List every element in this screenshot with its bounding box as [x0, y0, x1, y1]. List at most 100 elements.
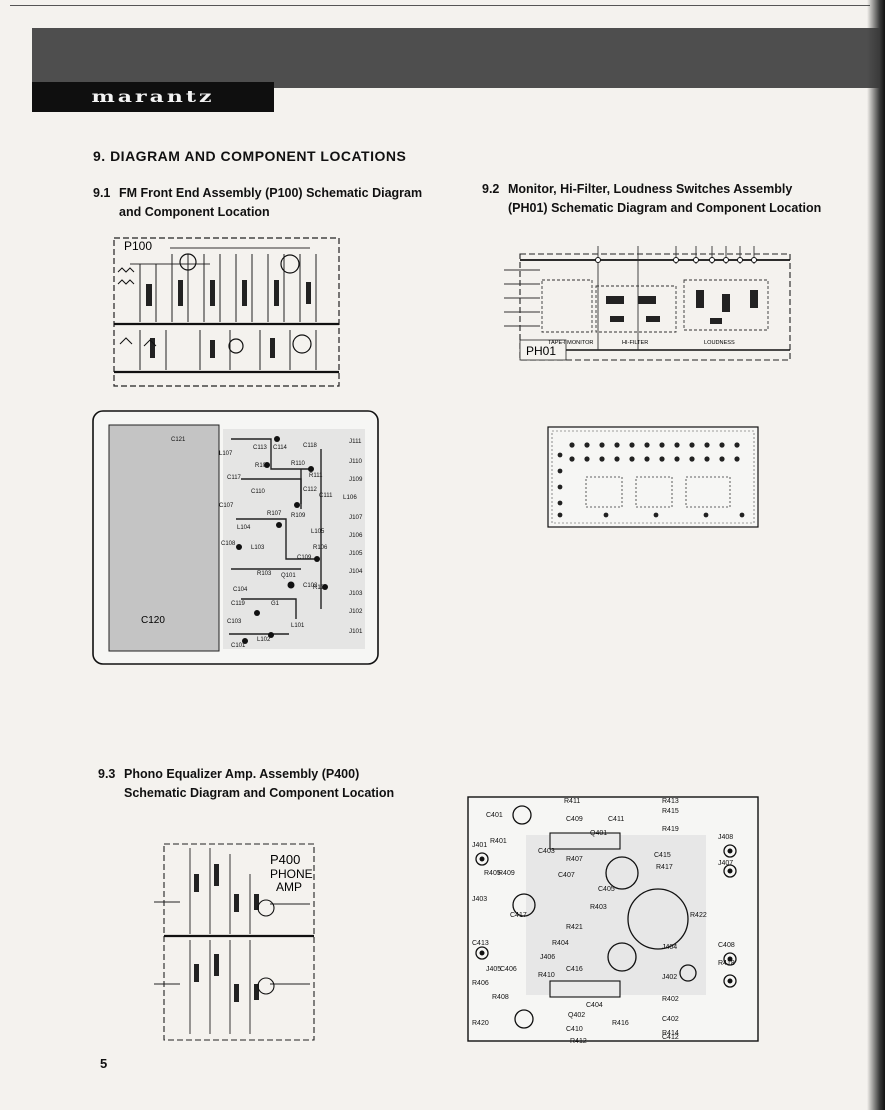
pcb-part-c103: C103	[227, 619, 242, 625]
solder-pad	[689, 456, 695, 462]
pcb-part-c118: C118	[303, 443, 318, 449]
subsection-title-line2: (PH01) Schematic Diagram and Component L…	[508, 201, 822, 215]
pcb-part-c409: C409	[566, 816, 583, 823]
solder-pad	[719, 456, 725, 462]
solder-pad	[614, 456, 620, 462]
solder-pad	[644, 456, 650, 462]
p100-pcb-layout: C120 J111J110J109L106J107J106J105J104J10…	[92, 410, 379, 665]
logo-text: marantz	[91, 87, 215, 107]
solder-pad	[569, 456, 575, 462]
solder-pad	[614, 442, 620, 448]
solder-pad	[674, 442, 680, 448]
pcb-part-c413: C413	[472, 940, 489, 947]
subsection-title-line1: Monitor, Hi-Filter, Loudness Switches As…	[508, 182, 793, 196]
pcb-part-c112: C112	[303, 487, 318, 493]
pcb-part-c111: C111	[319, 493, 333, 499]
solder-pad	[584, 456, 590, 462]
solder-pad	[599, 442, 605, 448]
pcb-part-r417: R417	[656, 864, 673, 871]
p400-schematic: P400 PHONE AMP	[154, 843, 315, 1041]
solder-pad	[659, 442, 665, 448]
subsection-title-line1: Phono Equalizer Amp. Assembly (P400)	[124, 767, 360, 781]
pcb-part-r101: R101	[313, 585, 328, 591]
pcb-part-c401: C401	[486, 812, 503, 819]
pcb-part-c102: C102	[303, 583, 318, 589]
pcb-part-l103: L103	[251, 545, 265, 551]
subsection-title-line2: Schematic Diagram and Component Location	[124, 786, 395, 800]
solder-pad	[703, 512, 709, 518]
pcb-part-j402: J402	[662, 974, 677, 981]
solder-pad	[644, 442, 650, 448]
pcb-part-r420: R420	[472, 1020, 489, 1027]
marantz-logo: marantz	[32, 82, 274, 112]
pcb-part-r111: R111	[309, 473, 323, 479]
pcb-part-r411: R411	[564, 798, 580, 805]
pcb-jack-j109: J109	[349, 476, 363, 483]
pcb-part-c404: C404	[586, 1002, 603, 1009]
pcb-part-c107: C107	[219, 503, 234, 509]
pcb-part-j405: J405	[486, 966, 501, 973]
pcb-part-c415: C415	[654, 852, 671, 859]
switch-label-tape: TAPE-I MONITOR	[548, 340, 593, 346]
pcb-part-c101: C101	[231, 643, 246, 649]
pcb-part-r103: R103	[257, 571, 272, 577]
p400-label-3: AMP	[276, 880, 302, 894]
pcb-jack-j107: J107	[349, 514, 363, 521]
p400-label: P400	[270, 852, 300, 867]
pcb-part-r418: R418	[718, 960, 735, 967]
pcb-part-c104: C104	[233, 587, 248, 593]
pcb-part-l101: L101	[291, 623, 305, 629]
p100-schematic: P100	[113, 237, 340, 387]
pcb-part-c411: C411	[608, 816, 624, 823]
solder-pad	[653, 512, 659, 518]
pcb-part-r419: R419	[662, 826, 679, 833]
pcb-part-q401: Q401	[590, 830, 607, 837]
pcb-part-c417: C417	[510, 912, 527, 919]
pcb-part-c406: C406	[500, 966, 517, 973]
subsection-title-line2: and Component Location	[119, 205, 270, 219]
ph01-label: PH01	[526, 344, 556, 358]
solder-pad	[557, 484, 563, 490]
pcb-part-r106: R106	[313, 545, 328, 551]
pcb-part-c405: C405	[598, 886, 615, 893]
pcb-part-c410: C410	[566, 1026, 583, 1033]
pcb-jack-j111: J111	[349, 438, 362, 445]
solder-pad	[734, 456, 740, 462]
pcb-part-r404: R404	[552, 940, 569, 947]
pcb-part-c412: C412	[662, 1034, 679, 1041]
solder-pad	[603, 512, 609, 518]
pcb-jack-j103: J103	[349, 590, 363, 597]
pcb-jack-l106: L106	[343, 494, 357, 501]
solder-pad	[557, 512, 563, 518]
pcb-part-c403: C403	[538, 848, 555, 855]
solder-pad	[557, 452, 563, 458]
solder-pad	[629, 442, 635, 448]
ph01-pcb-layout	[547, 426, 759, 528]
pcb-jack-j104: J104	[349, 568, 363, 575]
pcb-part-j406: J406	[540, 954, 555, 961]
pcb-part-c113: C113	[253, 445, 268, 451]
subsection-9-2-heading: 9.2 Monitor, Hi-Filter, Loudness Switches…	[482, 180, 821, 218]
solder-pad	[569, 442, 575, 448]
top-edge-line	[10, 5, 870, 6]
pcb-part-j408: J408	[718, 834, 733, 841]
pcb-jack-j106: J106	[349, 532, 363, 539]
pcb-part-q402: Q402	[568, 1012, 585, 1019]
pcb-part-r415: R415	[662, 808, 679, 815]
subsection-number: 9.2	[482, 182, 500, 196]
pcb-part-r421: R421	[566, 924, 583, 931]
subsection-title-line1: FM Front End Assembly (P100) Schematic D…	[119, 186, 423, 200]
pcb-part-r408: R408	[492, 994, 509, 1001]
solder-pad	[734, 442, 740, 448]
pcb-part-r109: R109	[291, 513, 306, 519]
pcb-part-c407: C407	[558, 872, 575, 879]
solder-pad	[674, 456, 680, 462]
solder-pad	[659, 456, 665, 462]
pcb-part-c109: C109	[297, 555, 312, 561]
solder-pad	[739, 512, 745, 518]
solder-pad	[557, 468, 563, 474]
solder-pad	[584, 442, 590, 448]
subsection-number: 9.3	[98, 767, 116, 781]
pcb-part-r405: R405	[484, 870, 501, 877]
